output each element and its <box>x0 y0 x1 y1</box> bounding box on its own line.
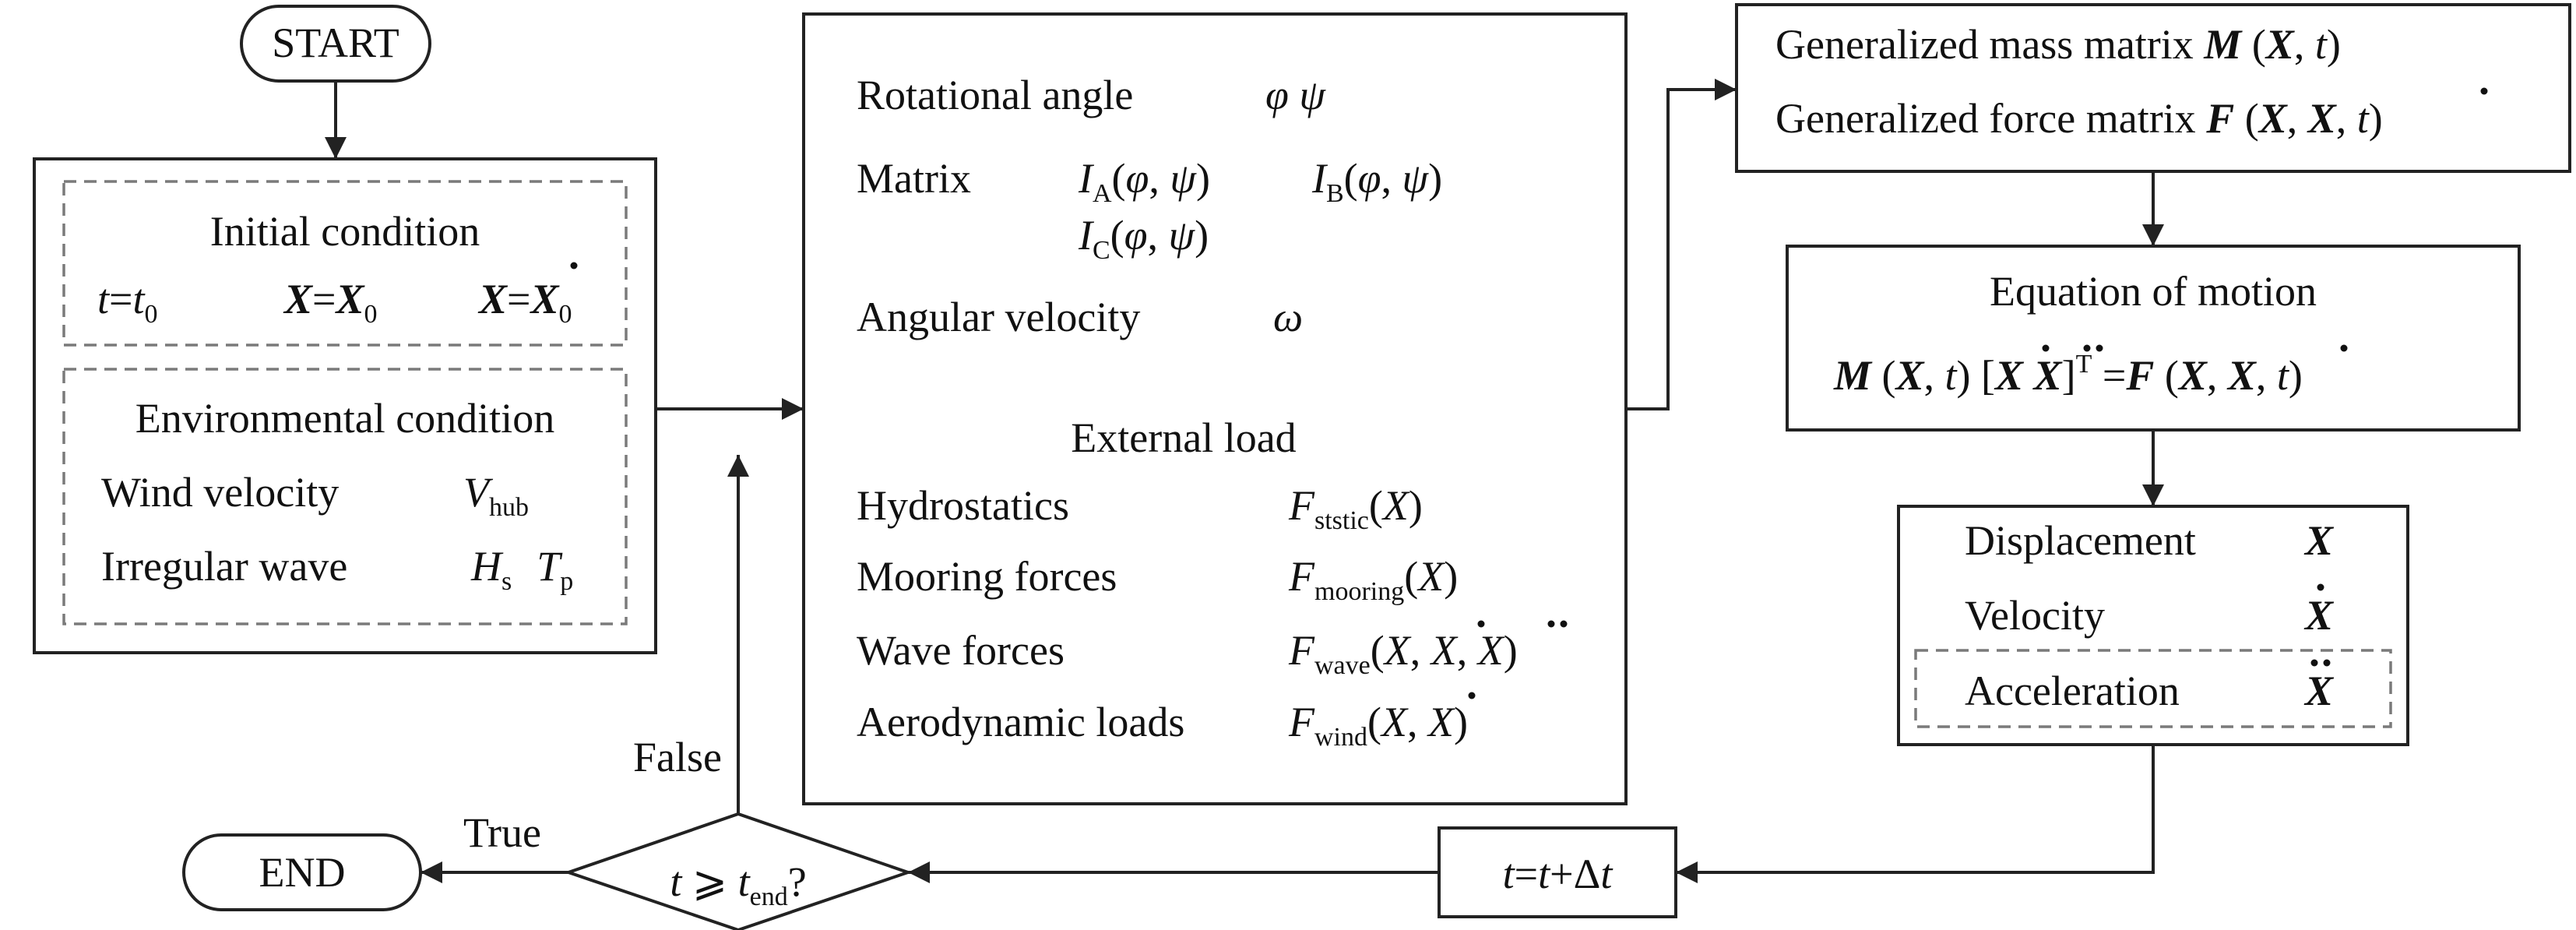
mooring-forces-symbol: Fmooring(X) <box>1288 553 1458 606</box>
svg-text:Generalized force matrix F (X,: Generalized force matrix F (X, X, t) <box>1775 95 2383 142</box>
kinematics-box: Rotational angle φ ψ Matrix IA(φ, ψ) IB(… <box>802 12 1628 805</box>
arrow-kinematics-to-generalized <box>1626 79 1737 410</box>
init-eq-time: t=t0 <box>97 276 158 329</box>
results-box: Displacement X Velocity X Acceleration X <box>1897 505 2409 746</box>
start-label: START <box>272 19 399 66</box>
irregular-wave-label: Irregular wave <box>101 543 347 590</box>
rotational-angle-label: Rotational angle <box>857 72 1133 118</box>
svg-text:X: X <box>2303 592 2335 639</box>
false-label: False <box>633 734 722 780</box>
mass-matrix-label: Generalized mass matrix M (X, t) <box>1775 21 2341 68</box>
true-label: True <box>463 809 541 856</box>
velocity-symbol: X <box>2303 583 2335 639</box>
time-step-box: t=t+Δt <box>1438 826 1677 918</box>
generalized-matrices-box: Generalized mass matrix M (X, t) General… <box>1735 3 2571 173</box>
start-node: START <box>240 5 431 83</box>
matrix-label: Matrix <box>857 155 971 202</box>
aerodynamic-loads-label: Aerodynamic loads <box>857 699 1184 745</box>
equation-of-motion-box: Equation of motion M (X, t) [X X]T =F (X… <box>1786 245 2521 432</box>
time-step-formula: t=t+Δt <box>1503 851 1614 897</box>
displacement-symbol: X <box>2303 517 2335 564</box>
decision-condition: t ⩾ tend? <box>670 858 806 911</box>
matrix-ia: IA(φ, ψ) <box>1078 155 1210 208</box>
matrix-ic: IC(φ, ψ) <box>1078 212 1209 265</box>
svg-text:Fwind(X, X): Fwind(X, X) <box>1288 699 1468 752</box>
angular-velocity-symbol: ω <box>1273 294 1303 340</box>
end-node: END <box>182 833 422 911</box>
initial-conditions-box: Initial condition t=t0 X=X0 X=X0 Environ… <box>33 157 657 654</box>
aerodynamic-loads-symbol: Fwind(X, X) <box>1288 692 1476 752</box>
init-eq-displacement: X=X0 <box>283 276 378 329</box>
wave-forces-label: Wave forces <box>857 627 1065 674</box>
decision-diamond: t ⩾ tend? <box>563 812 913 930</box>
velocity-label: Velocity <box>1965 592 2105 639</box>
end-label: END <box>259 849 346 896</box>
acceleration-symbol: X <box>2303 659 2335 714</box>
init-eq-velocity: X=X0 <box>477 262 578 329</box>
displacement-label: Displacement <box>1965 517 2196 564</box>
svg-text:M (X, t) [X X]T =F (X, X, t): M (X, t) [X X]T =F (X, X, t) <box>1833 350 2303 399</box>
svg-text:X=X0: X=X0 <box>477 276 572 329</box>
acceleration-highlight <box>1914 649 2392 728</box>
initial-condition-title: Initial condition <box>210 208 480 255</box>
rotational-angle-symbols: φ ψ <box>1265 72 1326 118</box>
hydrostatics-label: Hydrostatics <box>857 482 1069 529</box>
angular-velocity-label: Angular velocity <box>857 294 1140 340</box>
environmental-condition-title: Environmental condition <box>135 395 554 442</box>
matrix-ib: IB(φ, ψ) <box>1311 155 1442 208</box>
wind-velocity-symbol: Vhub <box>463 469 529 522</box>
svg-text:X: X <box>2303 668 2335 714</box>
hydrostatics-symbol: Fststic(X) <box>1288 482 1423 535</box>
svg-text:Fwave(X, X, X): Fwave(X, X, X) <box>1288 627 1518 680</box>
arrow-results-to-time-step <box>1676 745 2155 883</box>
acceleration-label: Acceleration <box>1965 668 2180 714</box>
force-matrix-label: Generalized force matrix F (X, X, t) <box>1775 87 2488 142</box>
external-load-title: External load <box>1071 414 1296 461</box>
mooring-forces-label: Mooring forces <box>857 553 1117 600</box>
wind-velocity-label: Wind velocity <box>101 469 339 516</box>
wave-forces-symbol: Fwave(X, X, X) <box>1288 620 1568 680</box>
equation-of-motion-formula: M (X, t) [X X]T =F (X, X, t) <box>1833 344 2348 399</box>
environmental-condition-group <box>62 368 628 625</box>
equation-of-motion-title: Equation of motion <box>1990 268 2317 315</box>
